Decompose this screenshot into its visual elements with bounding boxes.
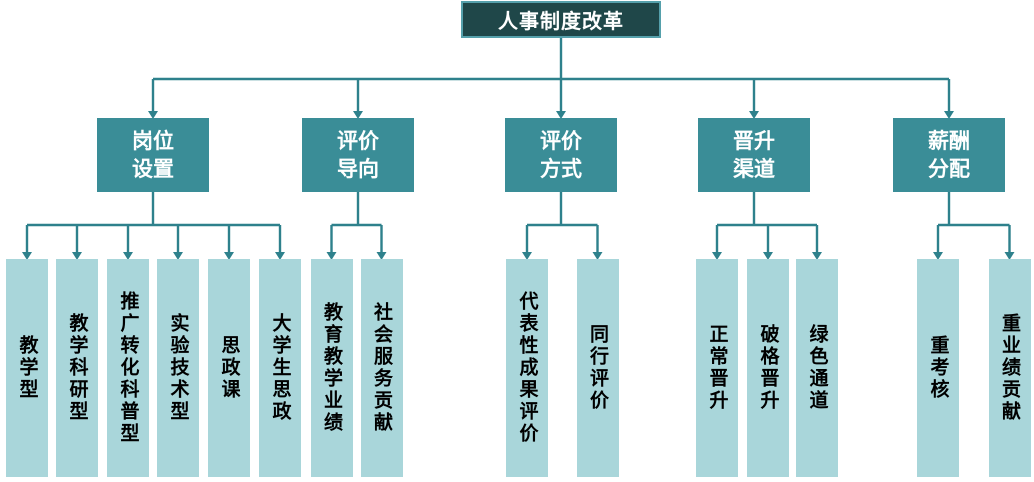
leaf-node-label: 教育教学业绩 — [321, 302, 343, 434]
leaf-node: 重考核 — [917, 259, 959, 477]
branch-node-label: 晋升渠道 — [733, 128, 775, 181]
leaf-node: 大学生思政 — [259, 259, 301, 477]
leaf-node-label: 同行评价 — [587, 324, 609, 412]
root-node-label: 人事制度改革 — [498, 9, 624, 33]
leaf-node-label: 教学科研型 — [66, 313, 89, 423]
leaf-node: 实验技术型 — [157, 259, 199, 477]
branch-node: 晋升渠道 — [698, 118, 810, 192]
leaf-node: 代表性成果评价 — [506, 259, 548, 477]
branch-node: 岗位设置 — [97, 118, 209, 192]
leaf-node-label: 思政课 — [218, 335, 241, 401]
leaf-node-label: 正常晋升 — [706, 324, 729, 412]
leaf-node: 社会服务贡献 — [360, 259, 403, 477]
leaf-node: 推广转化科普型 — [107, 259, 149, 477]
branch-node-label: 评价方式 — [540, 128, 582, 181]
leaf-node-label: 教学型 — [16, 335, 39, 401]
leaf-node: 重业绩贡献 — [988, 259, 1031, 477]
leaf-node: 破格晋升 — [747, 259, 789, 477]
leaf-node-label: 重考核 — [927, 335, 950, 401]
root-node: 人事制度改革 — [461, 1, 661, 38]
leaf-node-label: 大学生思政 — [269, 313, 292, 423]
branch-node: 评价方式 — [505, 118, 617, 192]
branch-node-label: 薪酬分配 — [928, 128, 970, 181]
leaf-node: 同行评价 — [576, 259, 619, 477]
branch-node-label: 评价导向 — [337, 128, 379, 181]
leaf-node-label: 实验技术型 — [167, 313, 190, 423]
branch-node-label: 岗位设置 — [132, 128, 174, 181]
leaf-node: 正常晋升 — [696, 259, 738, 477]
leaf-node-label: 推广转化科普型 — [117, 291, 140, 445]
leaf-node: 思政课 — [208, 259, 250, 477]
branch-node: 薪酬分配 — [893, 118, 1005, 192]
leaf-node-label: 社会服务贡献 — [371, 302, 393, 434]
leaf-node-label: 破格晋升 — [757, 324, 780, 412]
leaf-node: 绿色通道 — [796, 259, 838, 477]
leaf-node: 教育教学业绩 — [310, 259, 353, 477]
leaf-node-label: 绿色通道 — [806, 324, 829, 412]
leaf-node-label: 代表性成果评价 — [516, 291, 539, 445]
leaf-node: 教学型 — [6, 259, 48, 477]
leaf-node-label: 重业绩贡献 — [999, 313, 1021, 423]
branch-node: 评价导向 — [302, 118, 414, 192]
leaf-node: 教学科研型 — [56, 259, 98, 477]
